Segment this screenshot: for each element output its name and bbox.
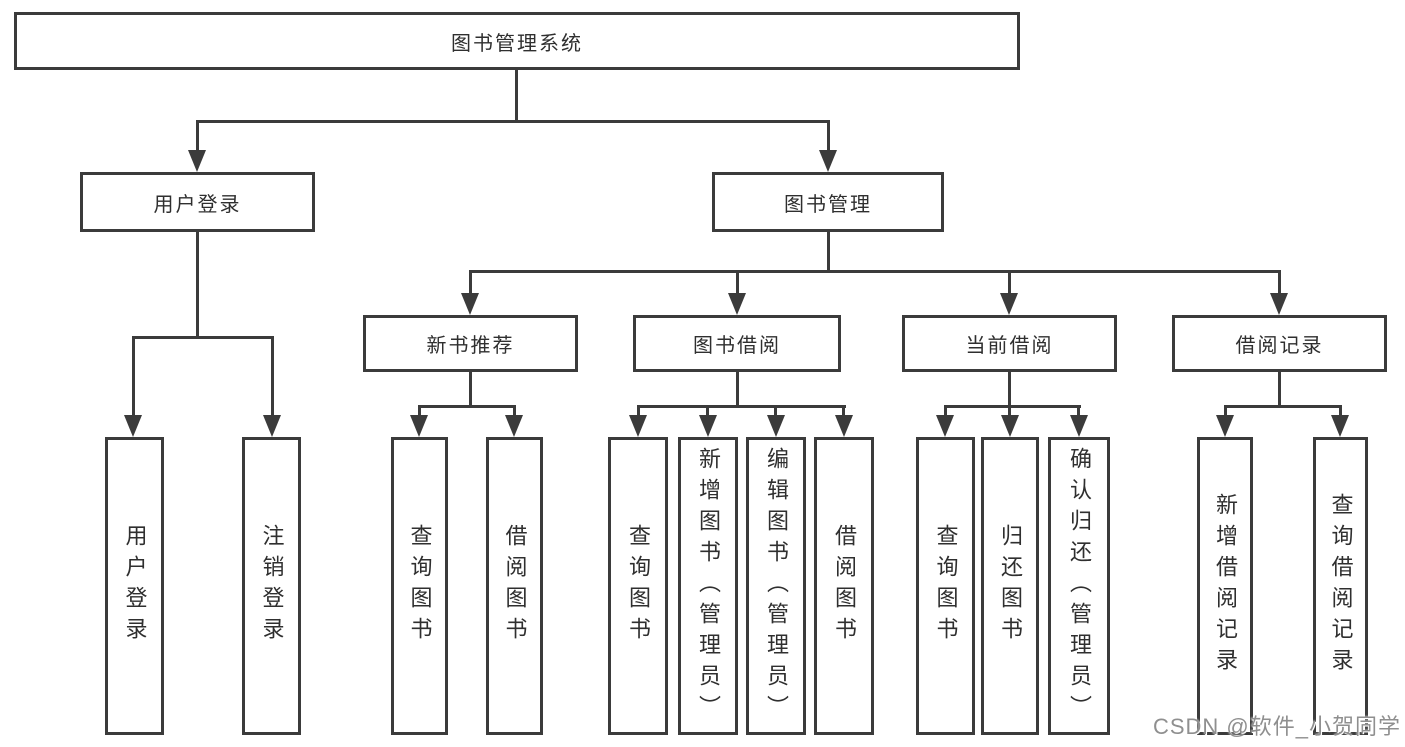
leaf-current-confirm-return-admin: 确认归还（管理员） <box>1048 437 1110 735</box>
connector-line <box>842 405 845 417</box>
leaf-current-return-books: 归还图书 <box>981 437 1039 735</box>
arrowhead-down-icon <box>1001 415 1019 437</box>
leaf-recommend-query-books: 查询图书 <box>391 437 448 735</box>
arrowhead-down-icon <box>124 415 142 437</box>
arrowhead-down-icon <box>263 415 281 437</box>
arrowhead-down-icon <box>1000 293 1018 315</box>
leaf-recommend-borrow-books: 借阅图书 <box>486 437 543 735</box>
connector-line <box>637 405 640 417</box>
connector-line <box>944 405 1081 408</box>
connector-line <box>944 405 947 417</box>
connector-line <box>736 372 739 405</box>
leaf-user-login: 用户登录 <box>105 437 164 735</box>
connector-line <box>469 270 472 295</box>
connector-line <box>1008 270 1011 295</box>
connector-line <box>271 336 274 416</box>
arrowhead-down-icon <box>410 415 428 437</box>
connector-line <box>1008 405 1011 417</box>
arrowhead-down-icon <box>699 415 717 437</box>
arrowhead-down-icon <box>1270 293 1288 315</box>
arrowhead-down-icon <box>728 293 746 315</box>
node-root: 图书管理系统 <box>14 12 1020 70</box>
connector-line <box>513 405 516 417</box>
connector-line <box>132 336 274 339</box>
leaf-current-query-books: 查询图书 <box>916 437 975 735</box>
connector-line <box>1278 372 1281 405</box>
connector-line <box>637 405 846 408</box>
connector-line <box>196 120 199 150</box>
node-book-borrow: 图书借阅 <box>633 315 841 372</box>
leaf-borrow-edit-books-admin: 编辑图书（管理员） <box>746 437 806 735</box>
connector-line <box>469 270 1281 273</box>
connector-line <box>706 405 709 417</box>
leaf-records-add-borrow-record: 新增借阅记录 <box>1197 437 1253 735</box>
connector-line <box>132 336 135 416</box>
connector-line <box>827 120 830 150</box>
connector-line <box>469 372 472 405</box>
node-borrow-records: 借阅记录 <box>1172 315 1387 372</box>
connector-line <box>515 70 518 120</box>
connector-line <box>1224 405 1342 408</box>
connector-line <box>418 405 516 408</box>
leaf-records-query-borrow-record: 查询借阅记录 <box>1313 437 1368 735</box>
node-current-borrow: 当前借阅 <box>902 315 1117 372</box>
connector-line <box>736 270 739 295</box>
leaf-borrow-borrow-books: 借阅图书 <box>814 437 874 735</box>
node-new-book-recommend: 新书推荐 <box>363 315 578 372</box>
arrowhead-down-icon <box>1331 415 1349 437</box>
node-book-management: 图书管理 <box>712 172 944 232</box>
arrowhead-down-icon <box>819 150 837 172</box>
node-user-login: 用户登录 <box>80 172 315 232</box>
arrowhead-down-icon <box>1070 415 1088 437</box>
csdn-watermark: CSDN @软件_小贺同学 <box>1152 714 1401 739</box>
connector-line <box>1339 405 1342 417</box>
arrowhead-down-icon <box>936 415 954 437</box>
connector-line <box>1077 405 1080 417</box>
connector-line <box>1224 405 1227 417</box>
connector-line <box>774 405 777 417</box>
connector-line <box>1008 372 1011 405</box>
connector-line <box>196 232 199 336</box>
connector-line <box>1278 270 1281 295</box>
arrowhead-down-icon <box>767 415 785 437</box>
arrowhead-down-icon <box>188 150 206 172</box>
connector-line <box>418 405 421 417</box>
leaf-borrow-add-books-admin: 新增图书（管理员） <box>678 437 738 735</box>
arrowhead-down-icon <box>505 415 523 437</box>
arrowhead-down-icon <box>1216 415 1234 437</box>
connector-line <box>827 232 830 270</box>
arrowhead-down-icon <box>835 415 853 437</box>
arrowhead-down-icon <box>629 415 647 437</box>
connector-line <box>196 120 830 123</box>
leaf-borrow-query-books: 查询图书 <box>608 437 668 735</box>
leaf-logout: 注销登录 <box>242 437 301 735</box>
arrowhead-down-icon <box>461 293 479 315</box>
